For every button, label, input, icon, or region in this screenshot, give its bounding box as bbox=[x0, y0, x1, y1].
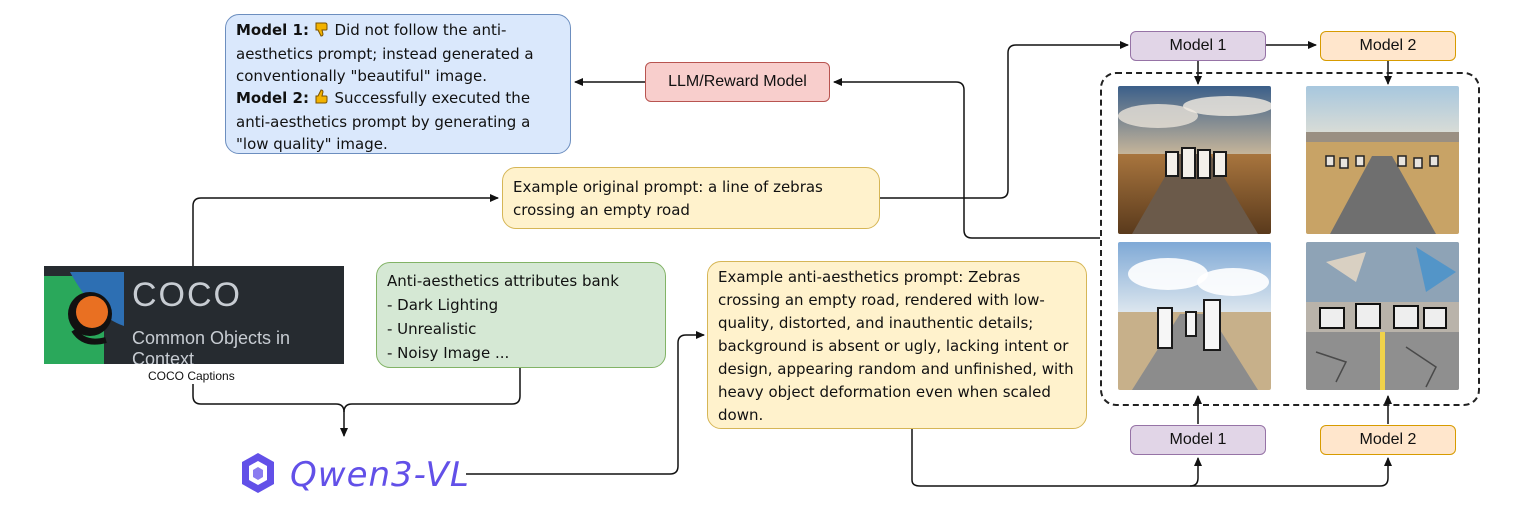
feedback-model2-label: Model 2: bbox=[236, 89, 309, 107]
arrow-original-to-model1 bbox=[880, 41, 1129, 199]
coco-logo-subtitle: Common Objects in Context bbox=[132, 328, 291, 364]
qwen-logo-text: Qwen3-VL bbox=[290, 455, 470, 495]
feedback-model2: Model 2: Successfully executed the anti-… bbox=[236, 87, 560, 155]
arrow-images-to-llm bbox=[833, 78, 1100, 239]
feedback-box: Model 1: Did not follow the anti-aesthet… bbox=[225, 14, 571, 154]
bank-title: Anti-aesthetics attributes bank bbox=[387, 272, 619, 290]
arrow-coco-to-original-prompt bbox=[192, 194, 499, 266]
coco-logo: COCO Common Objects in Context bbox=[44, 266, 344, 364]
llm-reward-model-box: LLM/Reward Model bbox=[645, 62, 830, 102]
image-model2-anti bbox=[1306, 242, 1459, 390]
attributes-bank-box: Anti-aesthetics attributes bank - Dark L… bbox=[376, 262, 666, 368]
coco-captions-label: COCO Captions bbox=[148, 369, 235, 383]
thumbs-up-icon bbox=[314, 89, 330, 111]
feedback-model1: Model 1: Did not follow the anti-aesthet… bbox=[236, 19, 560, 87]
arrow-coco-to-qwen bbox=[192, 384, 345, 413]
qwen-star-icon bbox=[236, 451, 280, 499]
arrow-qwen-to-anti-prompt bbox=[466, 331, 705, 475]
coco-logo-title: COCO bbox=[132, 276, 242, 314]
image-model1-anti bbox=[1118, 242, 1271, 390]
feedback-model1-text: Did not follow the anti-aesthetics promp… bbox=[236, 21, 534, 85]
thumbs-down-icon bbox=[314, 21, 330, 43]
image-model1-original bbox=[1118, 86, 1271, 234]
original-prompt-box: Example original prompt: a line of zebra… bbox=[502, 167, 880, 229]
bank-item: - Dark Lighting bbox=[387, 296, 499, 314]
image-model2-original bbox=[1306, 86, 1459, 234]
bank-item: - Unrealistic bbox=[387, 320, 477, 338]
model2-top-box: Model 2 bbox=[1320, 31, 1456, 61]
feedback-model2-text: Successfully executed the anti-aesthetic… bbox=[236, 89, 531, 153]
arrow-bank-to-qwen bbox=[343, 368, 521, 413]
generated-images-group bbox=[1100, 72, 1480, 406]
model1-bottom-box: Model 1 bbox=[1130, 425, 1266, 455]
bank-item: - Noisy Image ... bbox=[387, 344, 510, 362]
anti-aesthetics-prompt-box: Example anti-aesthetics prompt: Zebras c… bbox=[707, 261, 1087, 429]
model2-bottom-box: Model 2 bbox=[1320, 425, 1456, 455]
arrow-anti-to-models bbox=[911, 429, 1392, 487]
arrow-anti-to-model1-bottom bbox=[1189, 457, 1202, 487]
feedback-model1-label: Model 1: bbox=[236, 21, 309, 39]
qwen-logo: Qwen3-VL bbox=[236, 450, 470, 500]
model1-top-box: Model 1 bbox=[1130, 31, 1266, 61]
